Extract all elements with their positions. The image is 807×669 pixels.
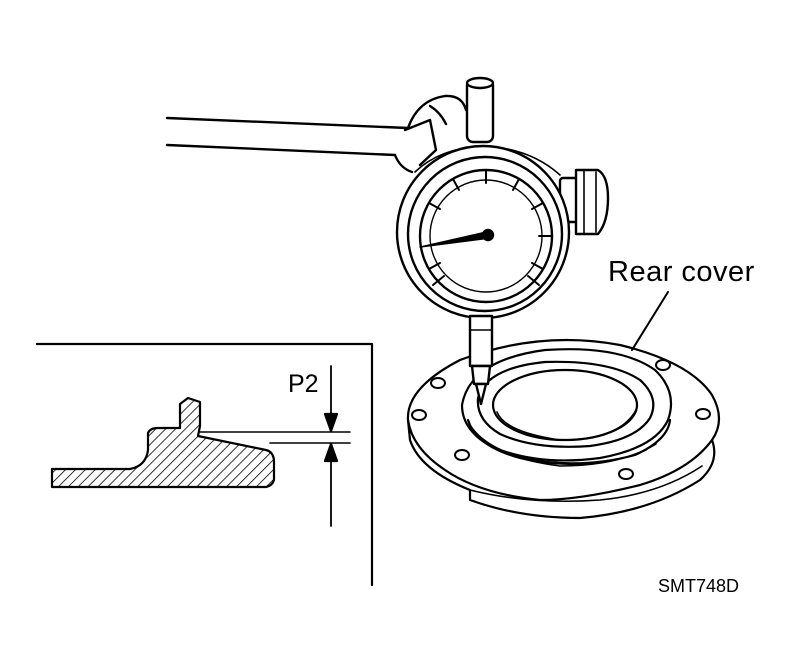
- rear-cover-leader: [631, 291, 669, 351]
- figure-code-label: SMT748D: [658, 576, 740, 596]
- p2-dimension-label: P2: [288, 370, 319, 398]
- rear-cover-label: Rear cover: [608, 256, 755, 288]
- rear-cover-flange-edge: [406, 418, 716, 520]
- indicator-top-stem: [465, 78, 495, 144]
- indicator-spindle: [468, 314, 494, 368]
- rear-cover-boss-inner: [476, 360, 655, 448]
- inset-detail: [35, 342, 374, 587]
- cross-section: [50, 396, 276, 489]
- dial-ticks: [428, 169, 553, 286]
- rear-cover: [406, 338, 721, 520]
- dial-indicator: [395, 76, 610, 406]
- inset-frame: [35, 342, 374, 587]
- bolt-holes: [411, 359, 711, 480]
- indicator-stand-arm: [165, 94, 468, 174]
